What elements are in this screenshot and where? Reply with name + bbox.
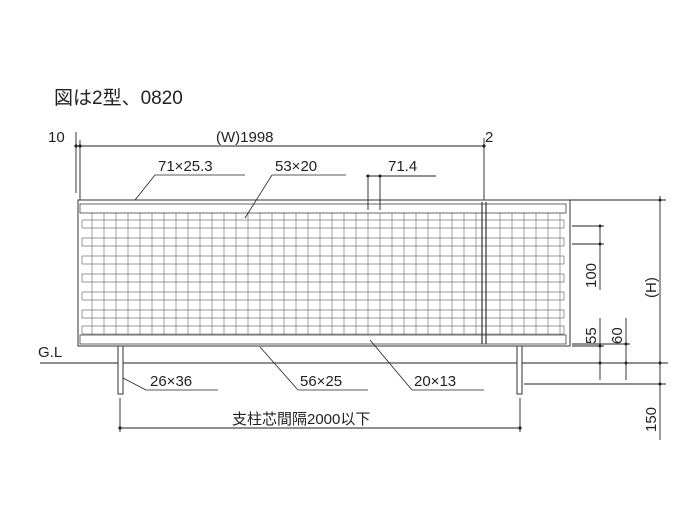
left-offset-label: 10 [48,129,65,146]
right-offset-label: 2 [485,129,493,146]
bottom-rail [79,334,567,345]
fence-panel [77,199,571,347]
ground-line-label: G.L [38,344,62,361]
offset-55-label: 55 [583,327,600,344]
slat-group [81,219,565,335]
slat-row [81,255,565,265]
pitch-label: 100 [583,263,600,288]
bottom-leaders: 26×36 56×25 20×13 [122,339,484,391]
right-dimensions: 100 55 60 (H) 150 [524,196,666,440]
post-left [117,345,124,395]
bottom-slat-label: 20×13 [414,373,456,390]
width-dimension: 10 (W)1998 2 [48,129,493,200]
slat-row [81,273,565,283]
picket-group [91,213,561,335]
bottom-rail-label: 56×25 [300,373,342,390]
post-right [516,345,523,395]
width-label: (W)1998 [216,129,274,146]
post-label: 26×36 [150,373,192,390]
slat-row [81,325,565,335]
top-leaders: 71×25.3 53×20 71.4 [134,158,436,219]
embed-label: 150 [643,407,660,432]
post-spacing-label: 支柱芯間隔2000以下 [232,411,370,428]
slat-row [81,309,565,319]
top-rail [79,203,567,214]
caption: 図は2型、0820 [54,87,183,109]
slat-row [81,219,565,229]
slat-gap-label: 71.4 [388,158,417,175]
post-spacing-dimension: 支柱芯間隔2000以下 [118,398,522,432]
top-rail-label: 71×25.3 [158,158,213,175]
height-label: (H) [643,277,660,298]
offset-60-label: 60 [609,327,626,344]
slat-row [81,291,565,301]
slat-label: 53×20 [275,158,317,175]
slat-row [81,237,565,247]
